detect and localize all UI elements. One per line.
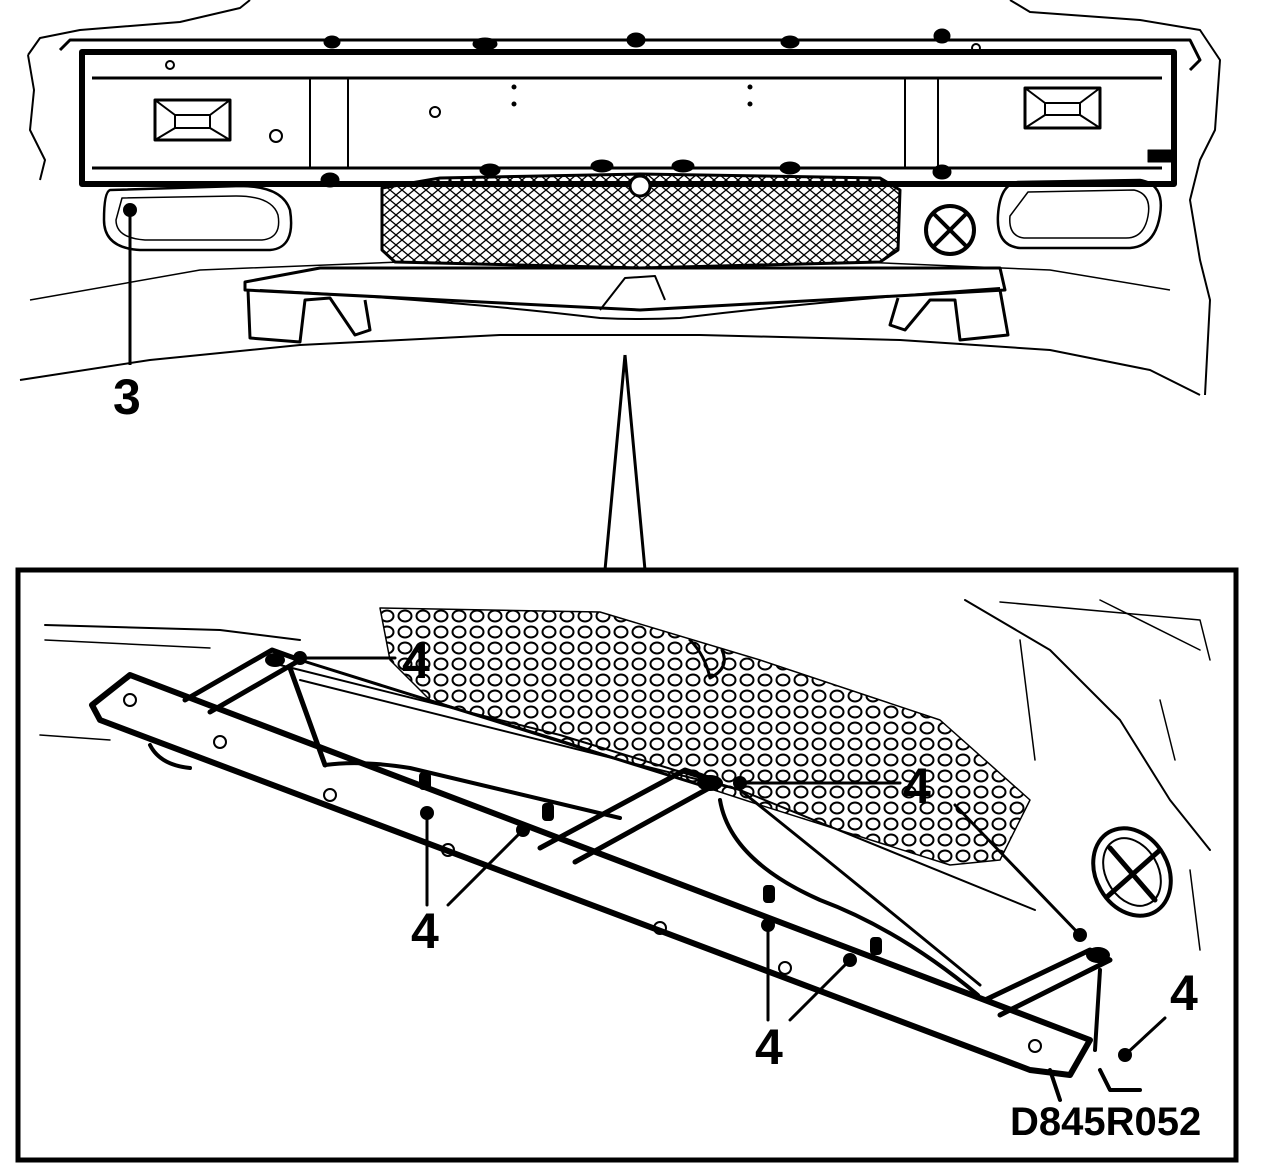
detail-frame xyxy=(15,567,1239,1163)
callout-3-dot xyxy=(123,203,137,217)
callout-3: 3 xyxy=(113,369,141,425)
detail-pointer xyxy=(603,354,647,571)
detail-view xyxy=(39,599,1211,1102)
callout-4-right: 4 xyxy=(1170,965,1198,1021)
callout-4-lower-center: 4 xyxy=(755,1019,783,1075)
body-outline xyxy=(27,0,1221,396)
grille-mesh xyxy=(380,172,902,270)
callout-4-top-left: 4 xyxy=(402,633,430,689)
image-code: D845R052 xyxy=(1010,1100,1202,1144)
callout-dots xyxy=(293,651,1132,1062)
bumper-beam xyxy=(79,49,1177,187)
callout-4-center: 4 xyxy=(903,758,931,814)
overview-view xyxy=(19,0,1221,571)
callout-4-lower-left: 4 xyxy=(411,903,439,959)
detail-grille-mesh xyxy=(379,607,1031,866)
